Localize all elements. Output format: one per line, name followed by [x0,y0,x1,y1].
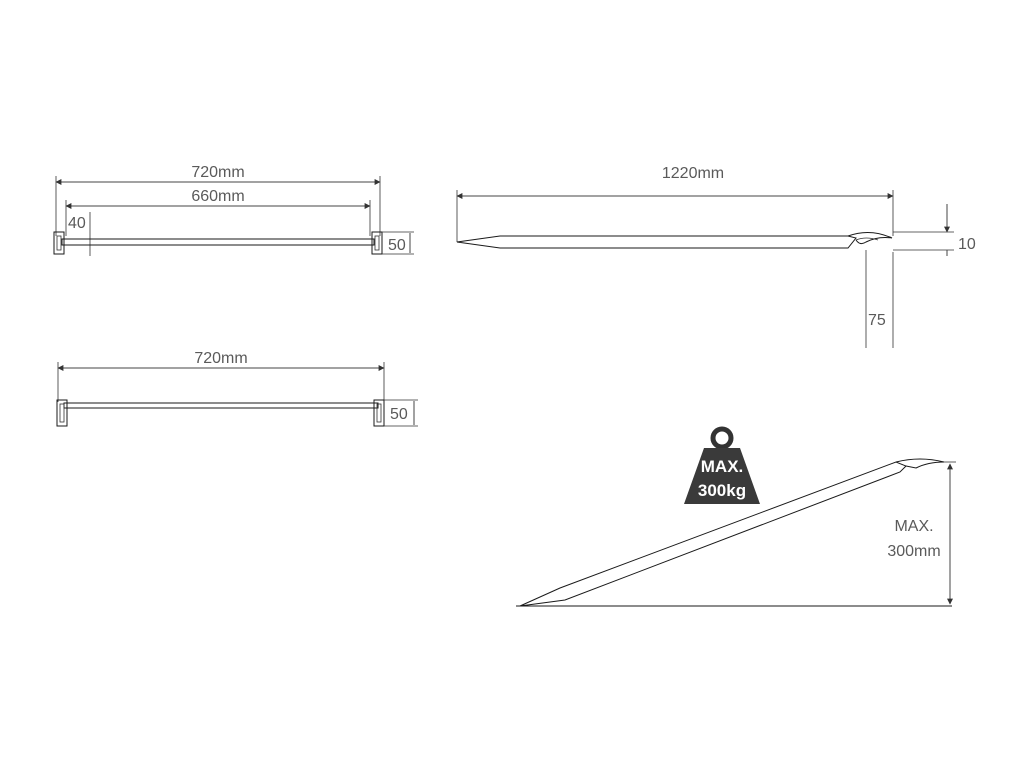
ramp-incline-lip [895,458,945,469]
bottom-view: 720mm 50 [56,350,418,427]
inner-width-label: 660mm [191,188,244,205]
right-bracket [371,231,383,255]
left-bracket [53,231,65,255]
max-height-line2: 300mm [887,543,940,560]
side-view: 1220mm 10 75 [456,165,976,348]
lip-drop-label: 75 [868,312,886,329]
ramp-side-profile [456,235,857,249]
length-label: 1220mm [662,165,724,182]
inner-offset-label: 40 [68,215,86,232]
ramp-lip [847,232,893,245]
ramp-rear-bar [63,402,379,409]
height-label: 50 [388,237,406,254]
lip-thickness-label: 10 [958,236,976,253]
weight-icon: MAX. 300kg [684,426,760,504]
bottom-width-label: 720mm [194,350,247,367]
ramp-front-bar [61,238,375,246]
overall-width-label: 720mm [191,164,244,181]
max-weight-line2: 300kg [698,481,746,500]
max-height-line1: MAX. [894,518,933,535]
bottom-height-label: 50 [390,406,408,423]
top-view: 720mm 660mm 40 50 [53,164,414,256]
incline-view: MAX. 300mm MAX. 300kg [516,426,956,607]
max-weight-line1: MAX. [701,457,744,476]
